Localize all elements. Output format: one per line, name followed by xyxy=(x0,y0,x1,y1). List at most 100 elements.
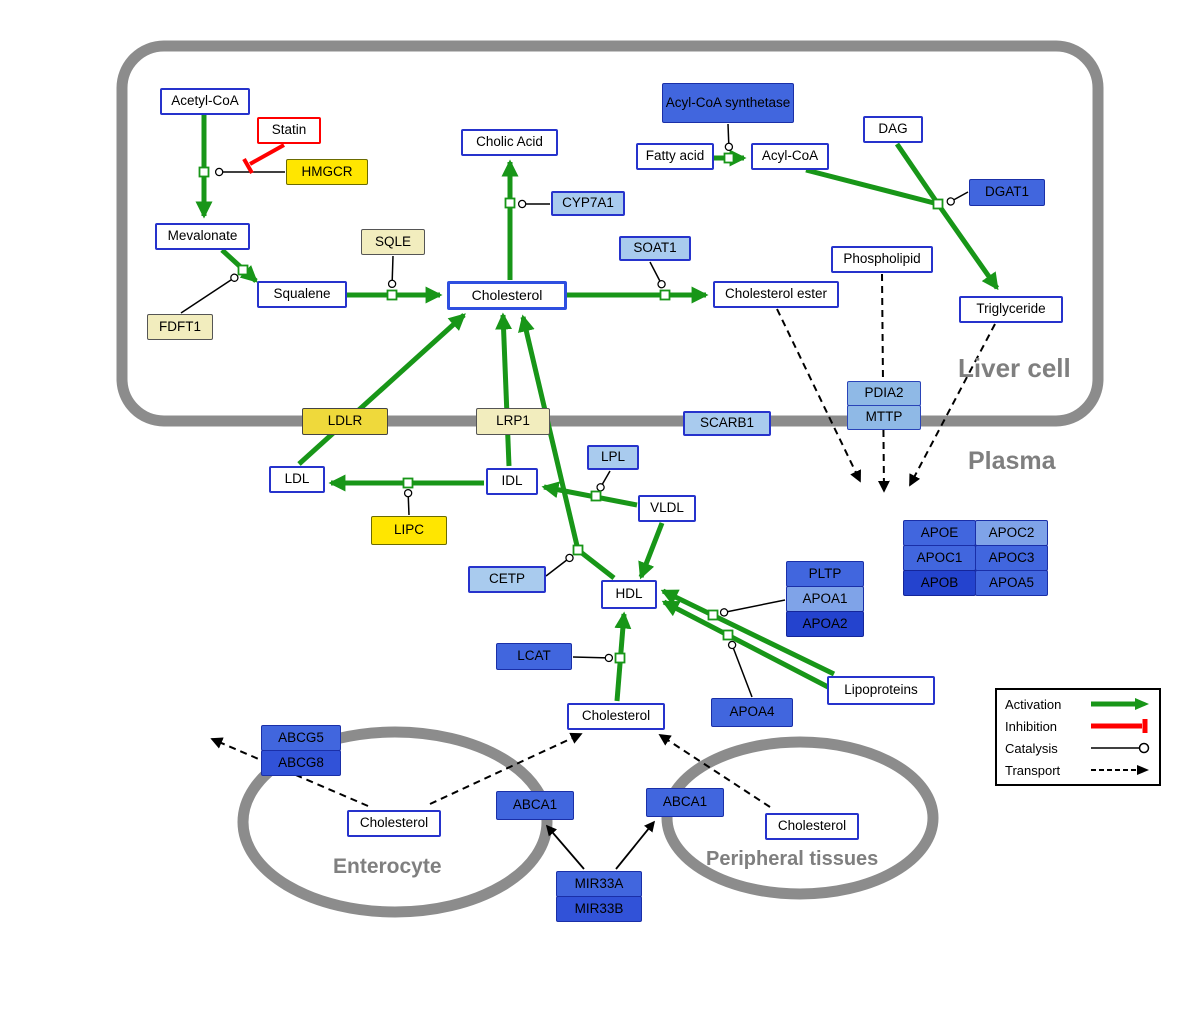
edge-statin-hmgcr-line xyxy=(249,143,285,166)
edge-statin-hmgcr-bar xyxy=(242,158,254,174)
legend-row-inhibition: Inhibition xyxy=(1005,718,1151,734)
node-cholic-acid[interactable]: Cholic Acid xyxy=(461,129,558,156)
cat-fdft1 xyxy=(180,273,239,314)
node-idl[interactable]: IDL xyxy=(486,468,538,495)
node-abcg5[interactable]: ABCG5 xyxy=(261,725,341,751)
enterocyte-label: Enterocyte xyxy=(333,855,442,878)
edge-vldl-idl xyxy=(541,481,638,508)
legend: Activation Inhibition Catalysis Transpor… xyxy=(995,688,1161,786)
node-cholesterol-enterocyte[interactable]: Cholesterol xyxy=(347,810,441,837)
node-triglyceride[interactable]: Triglyceride xyxy=(959,296,1063,323)
node-cholesterol-plasma[interactable]: Cholesterol xyxy=(567,703,665,730)
node-cyp7a1[interactable]: CYP7A1 xyxy=(551,191,625,216)
node-fatty-acid[interactable]: Fatty acid xyxy=(636,143,714,170)
liver-cell-label: Liver cell xyxy=(958,353,1071,383)
node-hdl[interactable]: HDL xyxy=(601,580,657,609)
node-apoe[interactable]: APOE xyxy=(903,520,976,546)
node-statin[interactable]: Statin xyxy=(257,117,321,144)
legend-row-activation: Activation xyxy=(1005,696,1151,712)
node-ldlr[interactable]: LDLR xyxy=(302,408,388,435)
node-apoa1[interactable]: APOA1 xyxy=(786,586,864,612)
activation-edges xyxy=(195,114,1000,702)
node-apoa4[interactable]: APOA4 xyxy=(711,698,793,727)
tr-cholester-plasma xyxy=(776,308,861,483)
node-ldl[interactable]: LDL xyxy=(269,466,325,493)
node-vldl[interactable]: VLDL xyxy=(638,495,696,522)
node-lipoproteins[interactable]: Lipoproteins xyxy=(827,676,935,705)
node-fdft1[interactable]: FDFT1 xyxy=(147,314,213,340)
cat-apoa4 xyxy=(727,640,753,698)
liver-cell-membrane xyxy=(116,40,1104,427)
edge-dag-junction xyxy=(894,142,941,206)
catalysis-edges xyxy=(180,123,969,698)
enterocyte-membrane xyxy=(237,726,553,918)
node-apoa5[interactable]: APOA5 xyxy=(975,570,1048,596)
node-acyl-coa-synthetase[interactable]: Acyl-CoA synthetase xyxy=(662,83,794,123)
node-cholesterol-peripheral[interactable]: Cholesterol xyxy=(765,813,859,840)
inhibition-tbar-icon xyxy=(1091,719,1148,733)
node-mir33b[interactable]: MIR33B xyxy=(556,896,642,922)
cat-lipc xyxy=(403,488,413,516)
node-lrp1[interactable]: LRP1 xyxy=(476,408,550,435)
catalysis-circle-icon xyxy=(1091,742,1150,754)
legend-inhibition-label: Inhibition xyxy=(1005,718,1058,734)
plasma-label: Plasma xyxy=(968,447,1056,475)
tr-peripheral-abca1 xyxy=(658,734,771,808)
cat-lpl xyxy=(596,470,611,492)
edge-lipoproteins-hdl-2 xyxy=(661,599,832,691)
activation-arrow-icon xyxy=(1091,698,1149,710)
node-mir33a[interactable]: MIR33A xyxy=(556,871,642,897)
node-acetyl-coa[interactable]: Acetyl-CoA xyxy=(160,88,250,115)
node-abcg8[interactable]: ABCG8 xyxy=(261,750,341,776)
node-lipc[interactable]: LIPC xyxy=(371,516,447,545)
node-dgat1[interactable]: DGAT1 xyxy=(969,179,1045,206)
edge-junction-triglyceride xyxy=(935,202,1000,291)
node-hmgcr[interactable]: HMGCR xyxy=(286,159,368,185)
node-lpl[interactable]: LPL xyxy=(587,445,639,470)
transport-dashed-arrow-icon xyxy=(1091,765,1149,775)
cat-apoa-stack xyxy=(719,599,786,617)
tr-triglyceride-plasma xyxy=(909,323,996,487)
node-lcat[interactable]: LCAT xyxy=(496,643,572,670)
cat-dgat1 xyxy=(946,191,969,206)
node-cetp[interactable]: CETP xyxy=(468,566,546,593)
peripheral-tissues-membrane xyxy=(661,736,939,900)
cat-lcat xyxy=(572,653,614,663)
node-sqle[interactable]: SQLE xyxy=(361,229,425,255)
node-apoc1[interactable]: APOC1 xyxy=(903,545,976,571)
regulation-edges xyxy=(545,820,656,870)
node-mttp[interactable]: MTTP xyxy=(847,405,921,430)
edge-acylcoa-junction xyxy=(805,167,939,207)
legend-transport-label: Transport xyxy=(1005,762,1061,778)
node-dag[interactable]: DAG xyxy=(863,116,923,143)
node-abca1-enterocyte[interactable]: ABCA1 xyxy=(496,791,574,820)
node-pltp[interactable]: PLTP xyxy=(786,561,864,587)
node-squalene[interactable]: Squalene xyxy=(257,281,347,308)
node-cholesterol-liver[interactable]: Cholesterol xyxy=(447,281,567,310)
node-abca1-peripheral[interactable]: ABCA1 xyxy=(646,788,724,817)
node-apoa2[interactable]: APOA2 xyxy=(786,611,864,637)
legend-row-transport: Transport xyxy=(1005,762,1151,778)
legend-catalysis-label: Catalysis xyxy=(1005,740,1058,756)
node-pdia2[interactable]: PDIA2 xyxy=(847,381,921,406)
node-apoc3[interactable]: APOC3 xyxy=(975,545,1048,571)
node-mevalonate[interactable]: Mevalonate xyxy=(155,223,250,250)
node-apob[interactable]: APOB xyxy=(903,570,976,596)
edge-mir33-abca1-left xyxy=(545,824,585,870)
peripheral-tissues-label: Peripheral tissues xyxy=(706,848,879,870)
inhibition-edge xyxy=(242,143,285,174)
cat-acs xyxy=(724,123,734,152)
node-soat1[interactable]: SOAT1 xyxy=(619,236,691,261)
cat-sqle xyxy=(387,255,397,289)
node-cholesterol-ester[interactable]: Cholesterol ester xyxy=(713,281,839,308)
edge-ldl-cholesterol xyxy=(297,313,466,466)
node-apoc2[interactable]: APOC2 xyxy=(975,520,1048,546)
node-scarb1[interactable]: SCARB1 xyxy=(683,411,771,436)
legend-activation-label: Activation xyxy=(1005,696,1062,712)
legend-row-catalysis: Catalysis xyxy=(1005,740,1151,756)
node-acyl-coa-2[interactable]: Acyl-CoA xyxy=(751,143,829,170)
edge-idl-cholesterol xyxy=(495,312,513,467)
node-phospholipid[interactable]: Phospholipid xyxy=(831,246,933,273)
